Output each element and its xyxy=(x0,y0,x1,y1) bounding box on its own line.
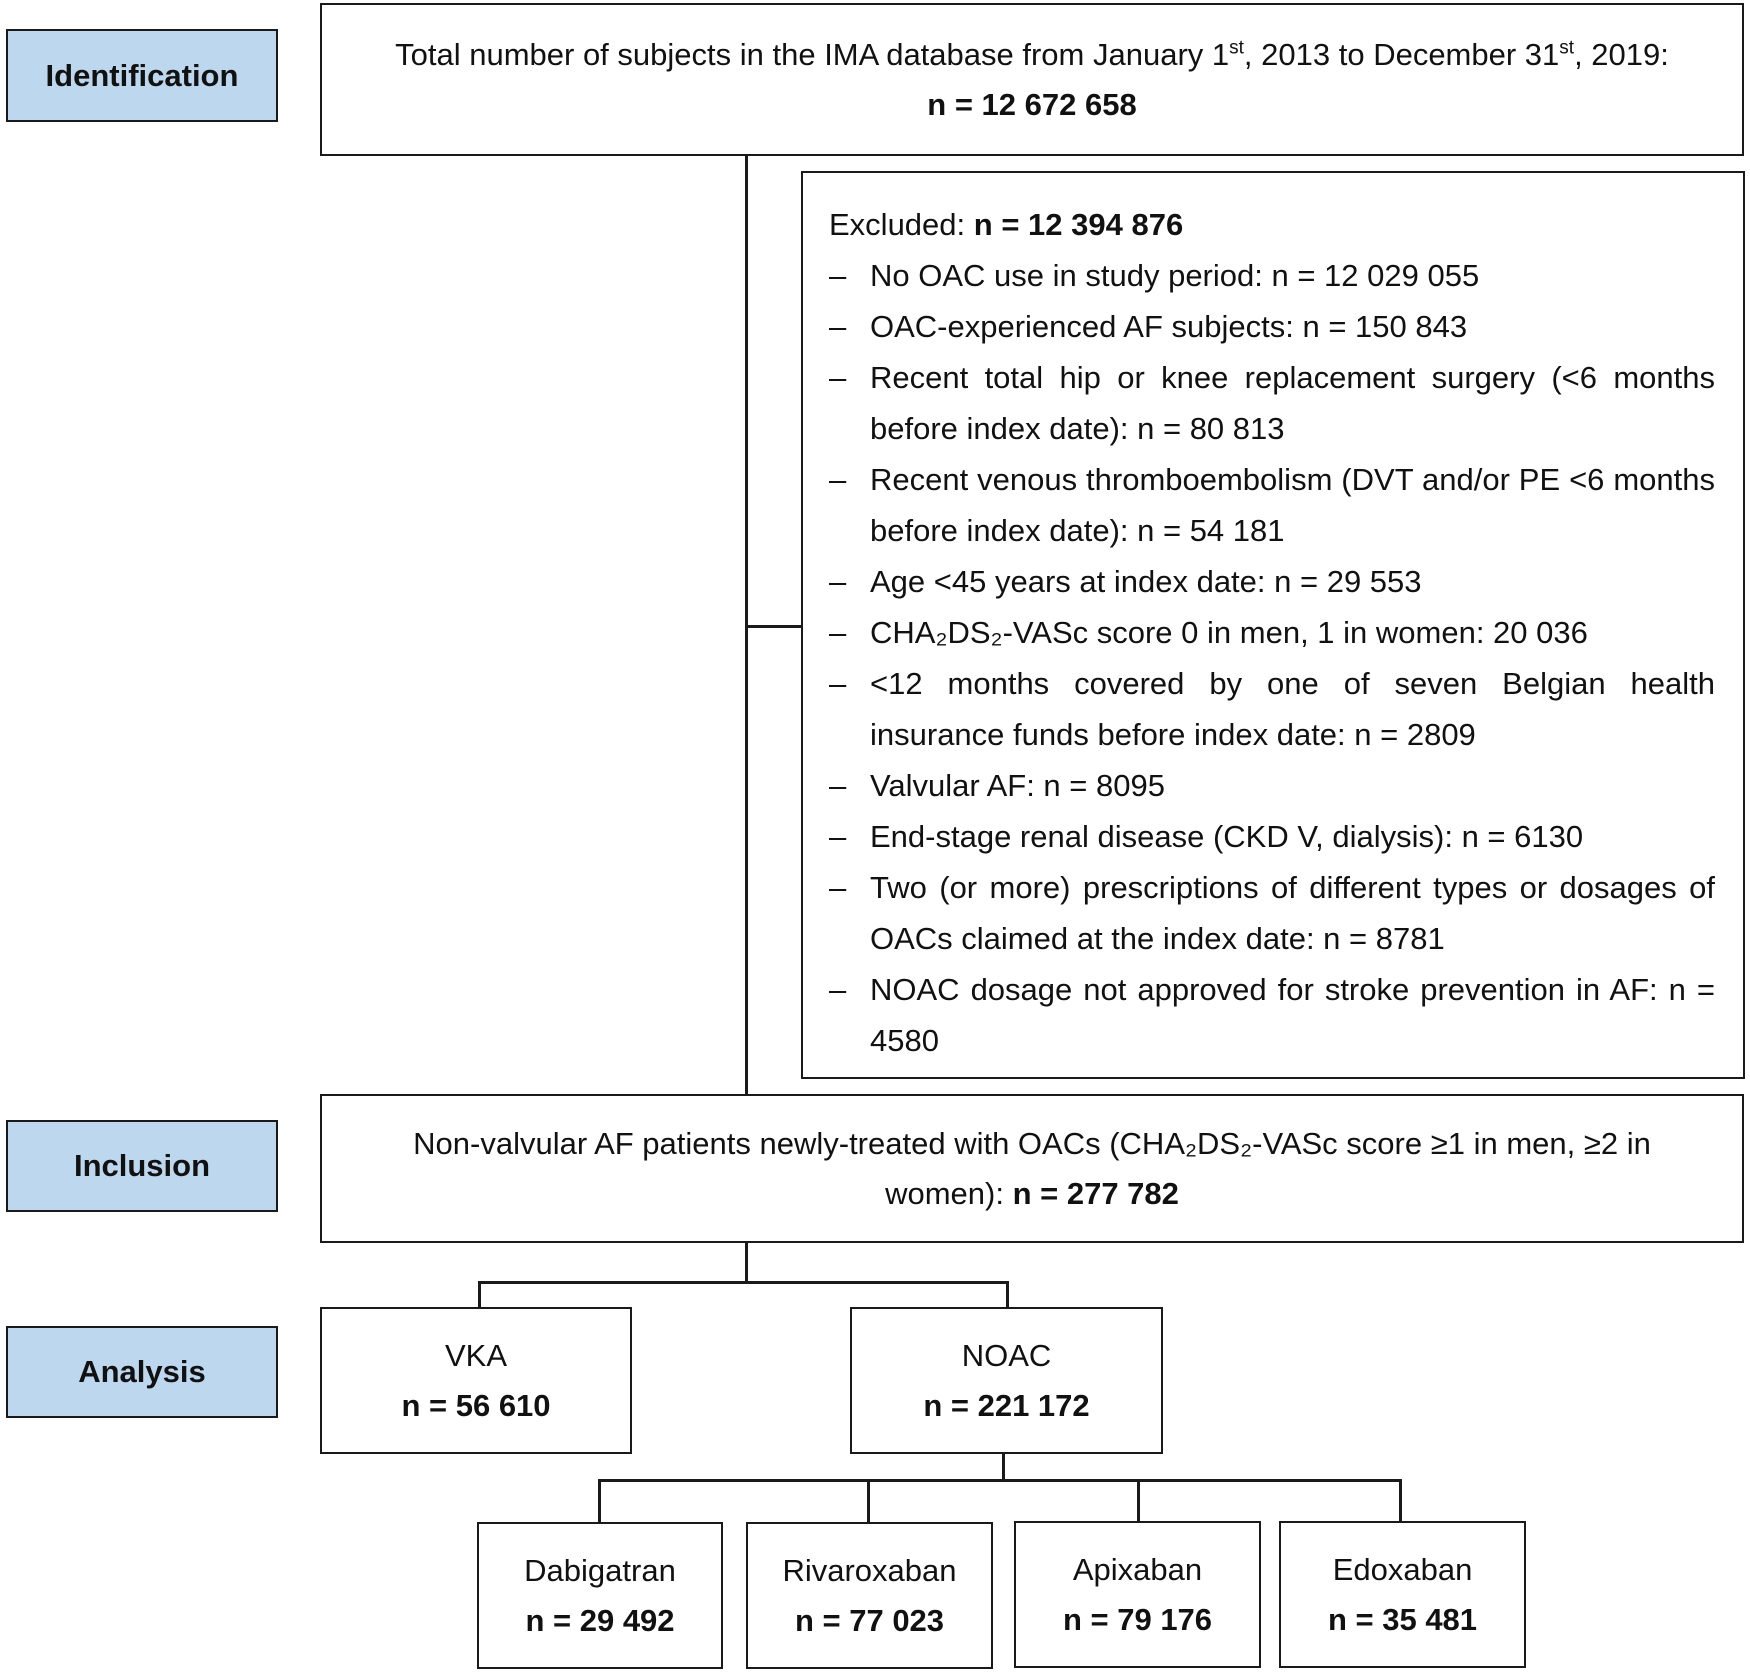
noac-count: n = 221 172 xyxy=(923,1387,1090,1423)
exclusion-item: –End-stage renal disease (CKD V, dialysi… xyxy=(829,811,1715,862)
exclusion-item: –Recent venous thromboembolism (DVT and/… xyxy=(829,454,1715,556)
dash-bullet-icon: – xyxy=(829,258,847,293)
phase-label-inclusion: Inclusion xyxy=(6,1120,278,1212)
total-subjects-box: Total number of subjects in the IMA data… xyxy=(320,3,1744,156)
vka-count: n = 56 610 xyxy=(401,1387,551,1423)
noac-label: NOAC xyxy=(961,1337,1052,1373)
vka-box: VKA n = 56 610 xyxy=(320,1307,632,1454)
dash-bullet-icon: – xyxy=(829,870,847,905)
drug-box-dabigatran: Dabigatran n = 29 492 xyxy=(477,1522,723,1669)
connector-dabigatran xyxy=(598,1479,601,1524)
exclusion-item-text: CHA₂DS₂-VASc score 0 in men, 1 in women:… xyxy=(870,615,1588,650)
exclusion-item: –Valvular AF: n = 8095 xyxy=(829,760,1715,811)
drug-label: Rivaroxaban xyxy=(782,1552,957,1588)
inclusion-text: Non-valvular AF patients newly-treated w… xyxy=(413,1125,1651,1211)
connector-noac-down xyxy=(1006,1281,1009,1309)
inclusion-box: Non-valvular AF patients newly-treated w… xyxy=(320,1094,1744,1243)
connector-noac-out xyxy=(1002,1453,1005,1481)
exclusion-item: –CHA₂DS₂-VASc score 0 in men, 1 in women… xyxy=(829,607,1715,658)
exclusion-item-text: No OAC use in study period: n = 12 029 0… xyxy=(870,258,1480,293)
vka-label: VKA xyxy=(444,1337,508,1373)
dash-bullet-icon: – xyxy=(829,972,847,1007)
dash-bullet-icon: – xyxy=(829,768,847,803)
drug-label: Dabigatran xyxy=(524,1552,676,1588)
exclusion-item: –Age <45 years at index date: n = 29 553 xyxy=(829,556,1715,607)
connector-rivaroxaban xyxy=(867,1479,870,1524)
drug-label: Apixaban xyxy=(1072,1551,1203,1587)
exclusion-item-text: Two (or more) prescriptions of different… xyxy=(870,870,1715,956)
inclusion-count: n = 277 782 xyxy=(1012,1175,1179,1211)
exclusion-item-text: End-stage renal disease (CKD V, dialysis… xyxy=(870,819,1584,854)
excluded-count: n = 12 394 876 xyxy=(973,207,1184,242)
drug-box-rivaroxaban: Rivaroxaban n = 77 023 xyxy=(746,1522,993,1669)
drug-box-edoxaban: Edoxaban n = 35 481 xyxy=(1279,1521,1526,1668)
dash-bullet-icon: – xyxy=(829,564,847,599)
dash-bullet-icon: – xyxy=(829,360,847,395)
exclusion-item-text: Recent venous thromboembolism (DVT and/o… xyxy=(870,462,1715,548)
drug-count: n = 79 176 xyxy=(1062,1601,1213,1637)
exclusion-item-text: Valvular AF: n = 8095 xyxy=(870,768,1165,803)
dash-bullet-icon: – xyxy=(829,666,847,701)
exclusion-list: –No OAC use in study period: n = 12 029 … xyxy=(829,250,1715,1066)
dash-bullet-icon: – xyxy=(829,819,847,854)
noac-box: NOAC n = 221 172 xyxy=(850,1307,1163,1454)
exclusion-item-text: Recent total hip or knee replacement sur… xyxy=(870,360,1715,446)
connector-arms-horizontal xyxy=(478,1281,1008,1284)
exclusion-item: –No OAC use in study period: n = 12 029 … xyxy=(829,250,1715,301)
exclusion-item-text: Age <45 years at index date: n = 29 553 xyxy=(870,564,1422,599)
connector-vka-down xyxy=(478,1281,481,1309)
drug-count: n = 29 492 xyxy=(525,1602,675,1638)
connector-edoxaban xyxy=(1399,1479,1402,1522)
drug-label: Edoxaban xyxy=(1332,1551,1473,1587)
drug-count: n = 77 023 xyxy=(794,1602,945,1638)
phase-label-analysis: Analysis xyxy=(6,1326,278,1418)
exclusion-item: –NOAC dosage not approved for stroke pre… xyxy=(829,964,1715,1066)
dash-bullet-icon: – xyxy=(829,309,847,344)
phase-label-identification: Identification xyxy=(6,29,278,122)
exclusion-item-text: <12 months covered by one of seven Belgi… xyxy=(870,666,1715,752)
connector-apixaban xyxy=(1137,1479,1140,1522)
drug-box-apixaban: Apixaban n = 79 176 xyxy=(1014,1521,1261,1668)
exclusion-item: –Two (or more) prescriptions of differen… xyxy=(829,862,1715,964)
exclusion-item: –Recent total hip or knee replacement su… xyxy=(829,352,1715,454)
connector-drugs-horizontal xyxy=(598,1479,1402,1482)
total-subjects-count: n = 12 672 658 xyxy=(927,86,1137,122)
excluded-title: Excluded: n = 12 394 876 xyxy=(829,207,1184,242)
exclusion-item: –OAC-experienced AF subjects: n = 150 84… xyxy=(829,301,1715,352)
connector-inclusion-down xyxy=(745,1242,748,1283)
exclusion-item-text: OAC-experienced AF subjects: n = 150 843 xyxy=(870,309,1468,344)
excluded-box: Excluded: n = 12 394 876 –No OAC use in … xyxy=(801,171,1745,1079)
total-subjects-text: Total number of subjects in the IMA data… xyxy=(395,36,1669,72)
exclusion-item: –<12 months covered by one of seven Belg… xyxy=(829,658,1715,760)
connector-excluded xyxy=(745,625,802,628)
dash-bullet-icon: – xyxy=(829,462,847,497)
exclusion-item-text: NOAC dosage not approved for stroke prev… xyxy=(870,972,1715,1058)
drug-count: n = 35 481 xyxy=(1327,1601,1478,1637)
dash-bullet-icon: – xyxy=(829,615,847,650)
